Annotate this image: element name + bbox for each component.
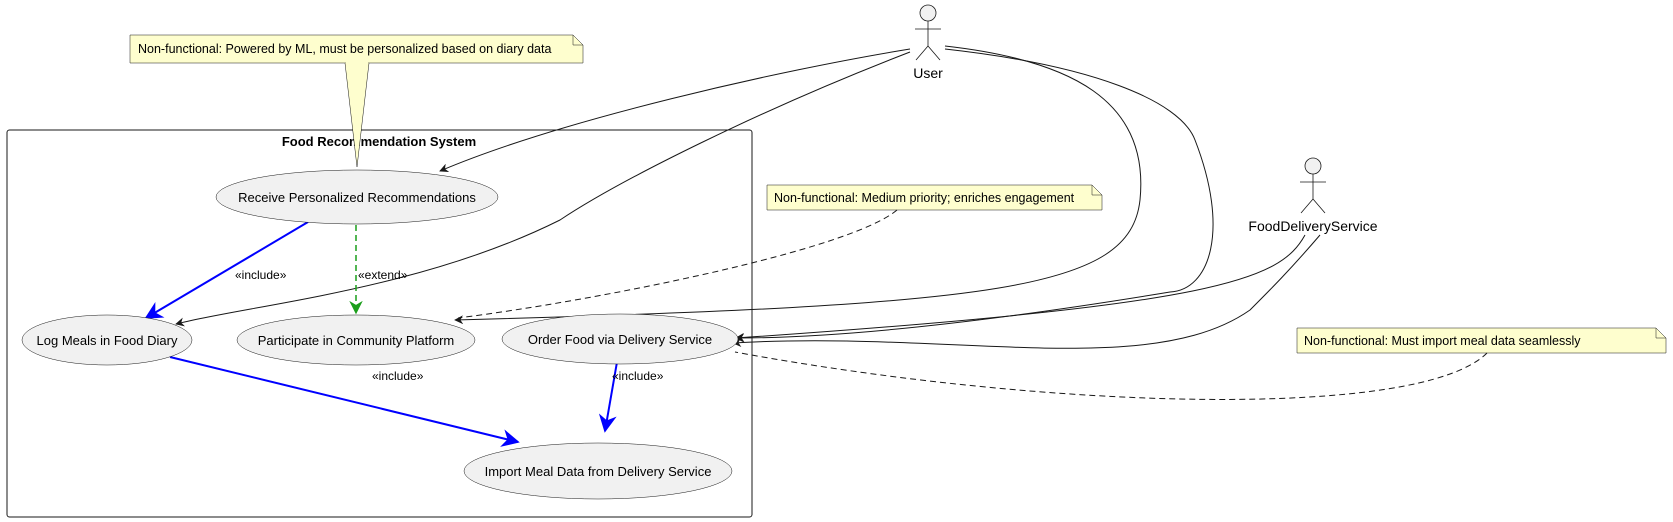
edge-include-recommend-log: «include»	[144, 221, 309, 319]
usecase-community: Participate in Community Platform	[236, 314, 476, 366]
actor-user: User	[913, 4, 943, 81]
edge-user-community	[454, 45, 1142, 325]
edge-delivery-order	[735, 234, 1306, 342]
system-title: Food Recommendation System	[282, 134, 476, 149]
note-import-text: Non-functional: Must import meal data se…	[1304, 334, 1581, 348]
edge-include-log-import: «include»	[169, 356, 520, 447]
usecase-order: Order Food via Delivery Service	[501, 313, 739, 365]
actor-user-label: User	[913, 65, 943, 81]
delivery-stick-figure-icon	[1300, 157, 1326, 214]
note-ml: Non-functional: Powered by ML, must be p…	[129, 34, 584, 168]
extend-label: «extend»	[358, 268, 408, 282]
note-engagement-link	[457, 209, 898, 319]
edge-extend-recommend-community: «extend»	[349, 225, 408, 315]
actor-delivery-label: FoodDeliveryService	[1248, 218, 1377, 234]
edge-user-order	[735, 48, 1214, 343]
usecase-recommend-label: Receive Personalized Recommendations	[238, 190, 476, 205]
note-engagement-text: Non-functional: Medium priority; enriche…	[774, 191, 1075, 205]
include-label-3: «include»	[612, 369, 664, 383]
edge-delivery-import	[732, 234, 1321, 349]
usecase-recommend: Receive Personalized Recommendations	[215, 169, 499, 225]
edge-user-log	[175, 51, 911, 327]
note-import: Non-functional: Must import meal data se…	[1296, 327, 1667, 354]
usecase-order-label: Order Food via Delivery Service	[528, 332, 712, 347]
usecase-import: Import Meal Data from Delivery Service	[463, 442, 733, 500]
usecase-log: Log Meals in Food Diary	[21, 314, 193, 366]
note-import-link	[734, 351, 1488, 400]
include-label-1: «include»	[235, 268, 287, 282]
usecase-log-label: Log Meals in Food Diary	[37, 333, 178, 348]
edge-include-order-import: «include»	[598, 361, 664, 433]
include-label-2: «include»	[372, 369, 424, 383]
system-boundary: Food Recommendation System	[6, 129, 753, 518]
note-ml-text: Non-functional: Powered by ML, must be p…	[138, 42, 551, 56]
edge-user-recommend	[439, 48, 911, 172]
usecase-import-label: Import Meal Data from Delivery Service	[485, 464, 712, 479]
usecase-community-label: Participate in Community Platform	[258, 333, 455, 348]
user-stick-figure-icon	[915, 4, 941, 61]
actor-delivery: FoodDeliveryService	[1248, 157, 1378, 234]
note-engagement: Non-functional: Medium priority; enriche…	[766, 184, 1103, 211]
